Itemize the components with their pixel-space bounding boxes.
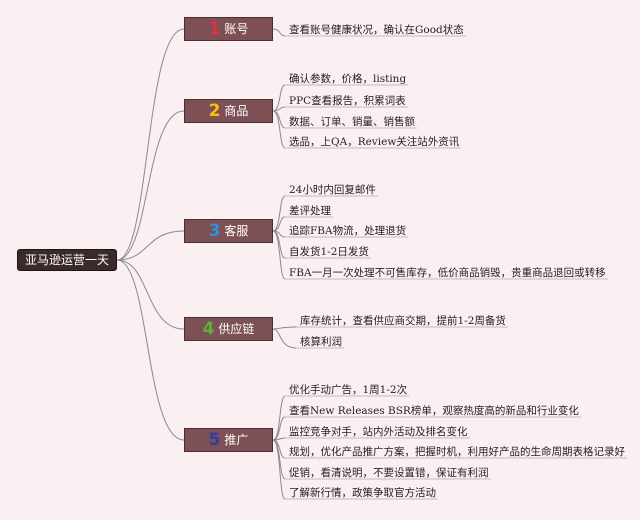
leaf-item: 优化手动广告，1周1-2次	[289, 384, 408, 396]
leaf-item: 库存统计，查看供应商交期，提前1-2周备货	[300, 315, 506, 327]
leaf-item: PPC查看报告，积累词表	[289, 95, 406, 107]
leaf-item: 监控竞争对手，站内外活动及排名变化	[289, 426, 468, 438]
number-badge: 3	[208, 221, 221, 241]
branch-label: 商品	[224, 104, 249, 118]
leaf-item: 查看账号健康状况，确认在Good状态	[289, 24, 464, 36]
number-badge: 1	[208, 19, 221, 39]
leaf-item: 追踪FBA物流，处理退货	[289, 225, 407, 237]
root-node[interactable]: 亚马逊运营一天	[17, 249, 117, 271]
leaf-item: 选品，上QA，Review关注站外资讯	[289, 136, 460, 148]
leaf-item: 了解新行情，政策争取官方活动	[289, 487, 436, 499]
leaf-item: 核算利润	[300, 336, 342, 348]
branch-node-promotion[interactable]: 5 推广	[184, 428, 273, 452]
leaf-item: 查看New Releases BSR榜单，观察热度高的新品和行业变化	[289, 405, 579, 417]
leaf-item: 数据、订单、销量、销售额	[289, 116, 415, 128]
leaf-item: 确认参数，价格，listing	[289, 73, 407, 85]
branch-node-supply-chain[interactable]: 4 供应链	[184, 317, 273, 341]
branch-label: 供应链	[218, 322, 255, 336]
branch-node-customer-service[interactable]: 3 客服	[184, 219, 273, 243]
leaf-item: 24小时内回复邮件	[289, 184, 376, 196]
leaf-item: 规划，优化产品推广方案，把握时机，利用好产品的生命周期表格记录好	[289, 446, 625, 458]
leaf-item: FBA一月一次处理不可售库存，低价商品销毁，贵重商品退回或转移	[289, 267, 606, 279]
branch-node-account[interactable]: 1 账号	[184, 17, 273, 41]
leaf-item: 差评处理	[289, 205, 331, 217]
number-badge: 4	[202, 319, 215, 339]
branch-label: 账号	[224, 22, 249, 36]
number-badge: 2	[208, 101, 221, 121]
leaf-item: 自发货1-2日发货	[289, 246, 369, 258]
branch-node-products[interactable]: 2 商品	[184, 99, 273, 123]
number-badge: 5	[208, 430, 221, 450]
leaf-item: 促销，看清说明，不要设置错，保证有利润	[289, 467, 489, 479]
branch-label: 客服	[224, 224, 249, 238]
branch-label: 推广	[224, 433, 249, 447]
